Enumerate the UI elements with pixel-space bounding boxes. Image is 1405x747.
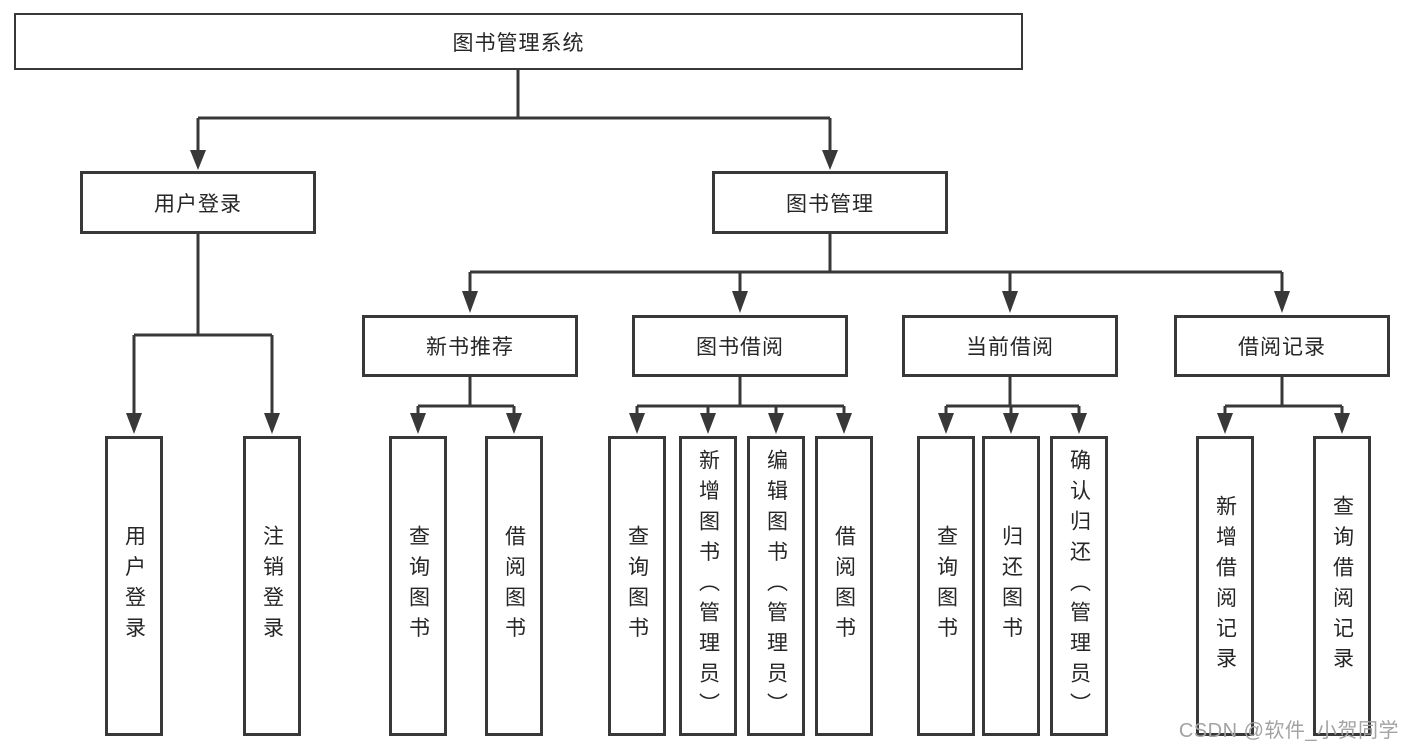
leaf-confirm-return-admin: 确认归还（管理员） (1050, 436, 1108, 736)
arrow-down-icon (1217, 413, 1233, 434)
arrow-down-icon (126, 413, 142, 434)
arrow-down-icon (410, 413, 426, 434)
arrow-down-icon (938, 413, 954, 434)
connector-user-login-children (126, 234, 280, 434)
leaf-label: 借阅图书 (832, 525, 856, 647)
leaf-label: 查询图书 (406, 525, 430, 647)
leaf-user-login: 用户登录 (105, 436, 163, 736)
arrow-down-icon (836, 413, 852, 434)
connector-root-to-level2 (190, 68, 838, 170)
leaf-logout: 注销登录 (243, 436, 301, 736)
csdn-watermark: CSDN @软件_小贺同学 (1178, 720, 1399, 742)
connector-book-mgmt-to-level3 (462, 234, 1290, 313)
arrow-down-icon (700, 413, 716, 434)
arrow-down-icon (1002, 291, 1018, 313)
node-current-borrow: 当前借阅 (902, 315, 1118, 377)
arrow-down-icon (462, 291, 478, 313)
leaf-add-books-admin: 新增图书（管理员） (679, 436, 737, 736)
leaf-query-books-1: 查询图书 (389, 436, 447, 736)
leaf-borrow-books-1: 借阅图书 (485, 436, 543, 736)
leaf-label: 编辑图书（管理员） (764, 448, 788, 724)
leaf-label: 用户登录 (122, 525, 146, 647)
arrow-down-icon (190, 150, 206, 170)
arrow-down-icon (629, 413, 645, 434)
leaf-edit-books-admin: 编辑图书（管理员） (747, 436, 805, 736)
leaf-label: 新增借阅记录 (1213, 494, 1237, 678)
arrow-down-icon (506, 413, 522, 434)
node-new-book-recommend: 新书推荐 (362, 315, 578, 377)
leaf-return-books: 归还图书 (982, 436, 1040, 736)
connector-borrow-records-children (1217, 377, 1350, 434)
node-borrow-records: 借阅记录 (1174, 315, 1390, 377)
leaf-borrow-books-2: 借阅图书 (815, 436, 873, 736)
leaf-label: 借阅图书 (502, 525, 526, 647)
connector-current-borrow-children (938, 377, 1087, 434)
leaf-label: 查询借阅记录 (1330, 494, 1354, 678)
leaf-query-books-2: 查询图书 (608, 436, 666, 736)
arrow-down-icon (264, 413, 280, 434)
connector-book-borrow-children (629, 377, 852, 434)
node-library-system: 图书管理系统 (14, 13, 1023, 70)
leaf-label: 确认归还（管理员） (1067, 448, 1091, 724)
leaf-label: 新增图书（管理员） (696, 448, 720, 724)
leaf-label: 注销登录 (260, 525, 284, 647)
leaf-label: 归还图书 (999, 525, 1023, 647)
leaf-label: 查询图书 (934, 525, 958, 647)
arrow-down-icon (1003, 413, 1019, 434)
leaf-query-borrow-record: 查询借阅记录 (1313, 436, 1371, 736)
node-user-login: 用户登录 (80, 171, 316, 234)
leaf-label: 查询图书 (625, 525, 649, 647)
node-book-borrow: 图书借阅 (632, 315, 848, 377)
connector-new-book-rec-children (410, 377, 522, 434)
leaf-add-borrow-record: 新增借阅记录 (1196, 436, 1254, 736)
arrow-down-icon (1334, 413, 1350, 434)
leaf-query-books-3: 查询图书 (917, 436, 975, 736)
arrow-down-icon (732, 291, 748, 313)
arrow-down-icon (822, 150, 838, 170)
arrow-down-icon (768, 413, 784, 434)
node-book-management: 图书管理 (712, 171, 948, 234)
arrow-down-icon (1071, 413, 1087, 434)
arrow-down-icon (1274, 291, 1290, 313)
